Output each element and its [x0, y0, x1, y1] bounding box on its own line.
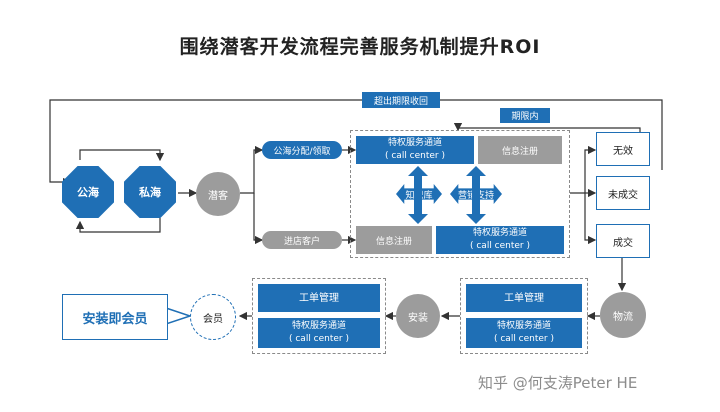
expired-recall-tag: 超出期限收回 [362, 92, 440, 108]
channel-2-line2: ( call center ) [469, 241, 531, 251]
loop-line-expired [49, 99, 663, 187]
privileged-channel-1: 特权服务通道 ( call center ) [356, 136, 474, 164]
work-order-right: 工单管理 [466, 284, 582, 312]
callout-pointer [165, 306, 193, 326]
outcome-not-closed: 未成交 [596, 176, 650, 210]
privileged-channel-4: 特权服务通道 ( call center ) [258, 318, 380, 348]
loop-public-private-top [79, 149, 165, 162]
channel-3-line2: ( call center ) [493, 334, 555, 344]
private-sea-node: 私海 [124, 166, 176, 218]
potential-customer-node: 潜客 [196, 172, 240, 216]
work-order-left: 工单管理 [258, 284, 380, 312]
public-assign-pill: 公海分配/领取 [262, 141, 342, 159]
outcome-invalid: 无效 [596, 132, 650, 166]
branch-upper [240, 145, 264, 194]
channel-3-line1: 特权服务通道 [496, 321, 551, 331]
channel-1-line2: ( call center ) [384, 151, 446, 161]
member-node: 会员 [190, 294, 236, 340]
channel-2-line1: 特权服务通道 [472, 228, 527, 238]
watermark: 知乎 @何支涛Peter HE [478, 374, 638, 392]
privileged-channel-2: 特权服务通道 ( call center ) [436, 226, 564, 254]
info-register-1: 信息注册 [478, 136, 562, 164]
channel-1-line1: 特权服务通道 [387, 138, 442, 148]
privileged-channel-3: 特权服务通道 ( call center ) [466, 318, 582, 348]
within-period-tag: 期限内 [500, 108, 550, 123]
callout-box: 安装即会员 [62, 294, 168, 340]
branch-lower [253, 193, 264, 245]
callout-text: 安装即会员 [82, 311, 148, 327]
service-group-box [350, 130, 570, 258]
work-order-group-left [252, 278, 386, 354]
outcome-closed: 成交 [596, 224, 650, 258]
work-order-group-right [460, 278, 588, 354]
channel-4-line1: 特权服务通道 [291, 321, 346, 331]
install-node: 安装 [396, 294, 440, 338]
info-register-2: 信息注册 [356, 226, 432, 254]
arrow-closed [584, 193, 597, 245]
loop-private-public-bottom [75, 218, 161, 233]
logistics-node: 物流 [600, 292, 646, 338]
public-sea-node: 公海 [62, 166, 114, 218]
walk-in-pill: 进店客户 [262, 231, 342, 249]
channel-4-line2: ( call center ) [288, 334, 350, 344]
branch-outcomes [570, 145, 597, 194]
vertical-support-arrows [408, 166, 486, 224]
page-title: 围绕潜客开发流程完善服务机制提升ROI [179, 36, 541, 58]
